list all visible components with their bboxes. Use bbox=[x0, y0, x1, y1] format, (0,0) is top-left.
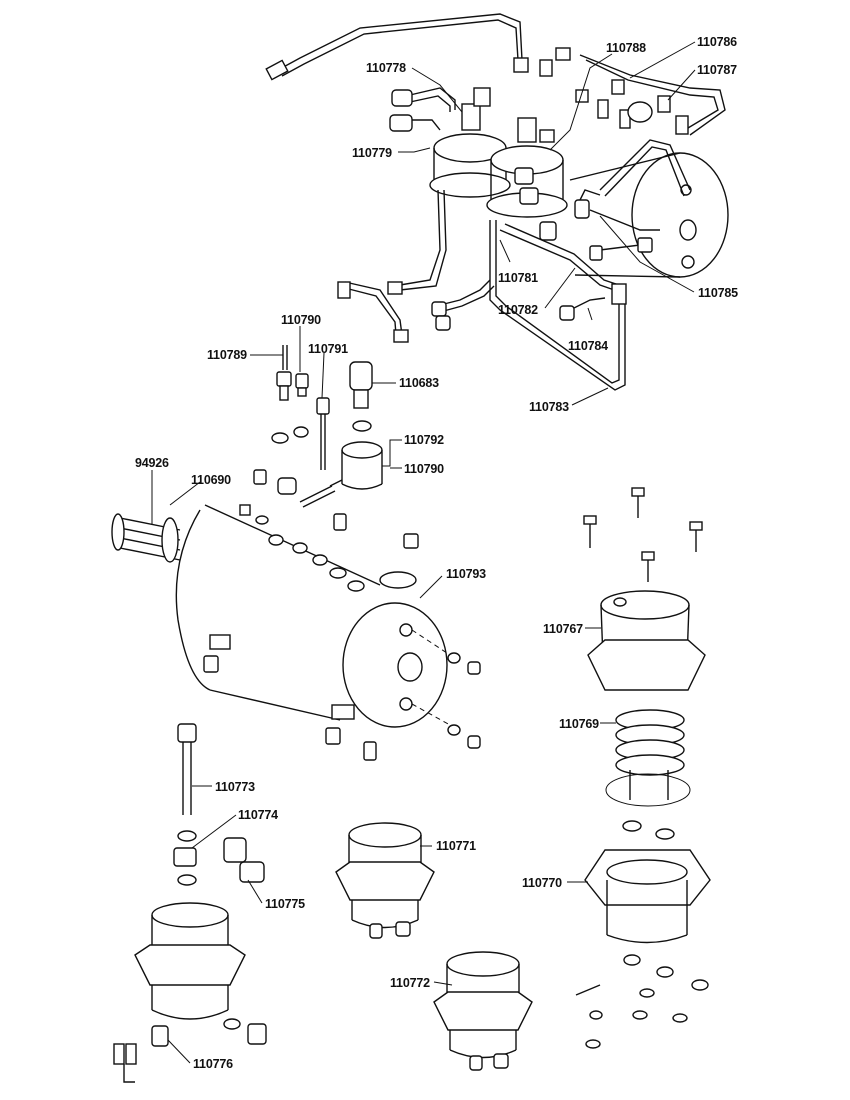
main-tank bbox=[111, 504, 481, 761]
label-110772: 110772 bbox=[390, 976, 430, 990]
label-94926: 94926 bbox=[135, 456, 169, 470]
label-110683: 110683 bbox=[399, 376, 439, 390]
label-110782: 110782 bbox=[498, 303, 538, 317]
label-110792: 110792 bbox=[404, 433, 444, 447]
mid-boilers bbox=[335, 822, 533, 1071]
label-110778: 110778 bbox=[366, 61, 406, 75]
label-110788: 110788 bbox=[606, 41, 646, 55]
label-110785: 110785 bbox=[698, 286, 738, 300]
label-110767: 110767 bbox=[543, 622, 583, 636]
label-110776: 110776 bbox=[193, 1057, 233, 1071]
leader-lines bbox=[151, 41, 696, 1064]
label-110790-mid: 110790 bbox=[404, 462, 444, 476]
label-110771: 110771 bbox=[436, 839, 476, 853]
label-110793: 110793 bbox=[446, 567, 486, 581]
probe-parts bbox=[253, 345, 383, 508]
label-110790-top: 110790 bbox=[281, 313, 321, 327]
label-110791: 110791 bbox=[308, 342, 348, 356]
label-110773: 110773 bbox=[215, 780, 255, 794]
top-boiler-assembly bbox=[265, 13, 729, 391]
label-110789: 110789 bbox=[207, 348, 247, 362]
label-110769: 110769 bbox=[559, 717, 599, 731]
label-110784: 110784 bbox=[568, 339, 608, 353]
part-labels: 110778 110779 110788 110786 110787 11078… bbox=[135, 35, 738, 1071]
label-110690: 110690 bbox=[191, 473, 231, 487]
label-110774: 110774 bbox=[238, 808, 278, 822]
label-110786: 110786 bbox=[697, 35, 737, 49]
lower-left-boiler bbox=[113, 723, 267, 1083]
right-column-parts bbox=[575, 487, 711, 1049]
label-110775: 110775 bbox=[265, 897, 305, 911]
label-110787: 110787 bbox=[697, 63, 737, 77]
label-110781: 110781 bbox=[498, 271, 538, 285]
label-110770: 110770 bbox=[522, 876, 562, 890]
label-110783: 110783 bbox=[529, 400, 569, 414]
label-110779: 110779 bbox=[352, 146, 392, 160]
